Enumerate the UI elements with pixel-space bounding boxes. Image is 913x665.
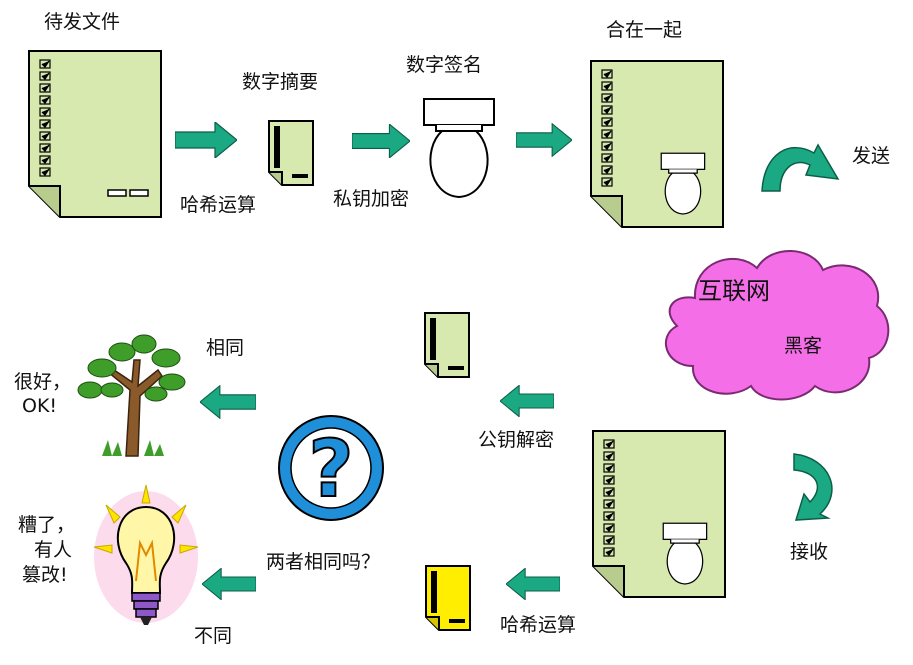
different-label: 不同 — [194, 625, 233, 647]
document-icon — [590, 60, 724, 228]
arrow-icon — [506, 568, 560, 600]
svg-text:?: ? — [308, 425, 353, 515]
result-bad-line3: 篡改! — [22, 564, 68, 586]
file-to-send-label: 待发文件 — [44, 11, 121, 33]
digital-signature-label: 数字签名 — [406, 54, 483, 76]
arrow-icon — [175, 122, 237, 158]
curved-arrow-icon — [793, 453, 833, 521]
send-label: 发送 — [852, 145, 891, 167]
document-icon — [592, 430, 726, 598]
compare-question-label: 两者相同吗？ — [266, 551, 381, 573]
digest-icon — [268, 120, 314, 186]
digest-label: 数字摘要 — [242, 71, 319, 93]
question-icon: ? — [278, 415, 384, 521]
cloud-icon — [664, 250, 890, 401]
signature-icon — [423, 98, 495, 198]
hacker-label: 黑客 — [784, 335, 823, 357]
combined-label: 合在一起 — [606, 19, 683, 41]
result-good-line1: 很好， — [14, 371, 72, 393]
tree-icon — [77, 334, 186, 457]
curved-arrow-icon — [761, 143, 840, 192]
digest-icon — [424, 312, 470, 378]
arrow-icon — [202, 568, 256, 600]
hash-op-top-label: 哈希运算 — [180, 194, 257, 216]
receive-label: 接收 — [790, 541, 829, 563]
result-bad-line1: 糟了， — [18, 514, 76, 536]
digest-icon — [425, 565, 471, 631]
public-key-decrypt-label: 公钥解密 — [478, 429, 555, 451]
arrow-icon — [516, 123, 572, 157]
private-key-encrypt-label: 私钥加密 — [333, 188, 410, 210]
document-icon — [28, 50, 162, 218]
arrow-icon — [200, 385, 256, 419]
arrow-icon — [500, 385, 554, 417]
lightbulb-icon — [93, 484, 199, 625]
internet-label: 互联网 — [698, 277, 770, 305]
arrow-icon — [352, 124, 410, 158]
result-bad-line2: 有人 — [34, 539, 73, 561]
same-label: 相同 — [206, 337, 245, 359]
result-good-line2: OK! — [22, 395, 58, 417]
hash-op-bottom-label: 哈希运算 — [500, 614, 577, 636]
